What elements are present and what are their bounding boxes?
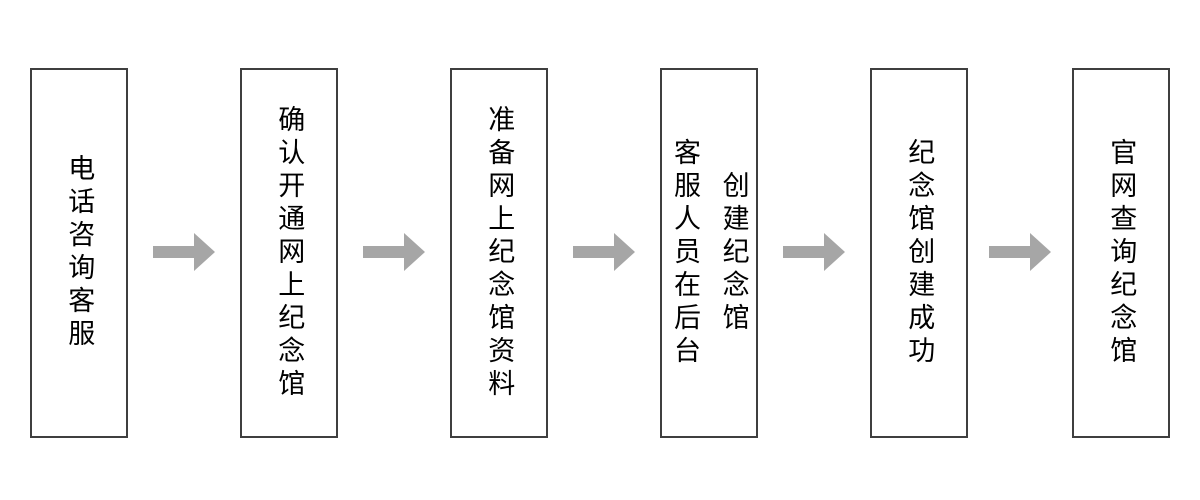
arrow-right-icon — [783, 233, 845, 271]
flow-step-6-text: 官网查询纪念馆 — [1097, 70, 1146, 436]
flow-step-1: 电话咨询客服 — [30, 68, 128, 438]
arrow-right-icon — [989, 233, 1051, 271]
arrow-right-icon — [573, 233, 635, 271]
flow-step-line: 电话咨询客服 — [64, 154, 95, 352]
flow-step-5: 纪念馆创建成功 — [870, 68, 968, 438]
arrow-right-icon — [153, 233, 215, 271]
arrow-right-icon — [363, 233, 425, 271]
flow-step-line: 准备网上纪念馆资料 — [484, 104, 515, 402]
flow-step-3-text: 准备网上纪念馆资料 — [475, 70, 524, 436]
flow-step-2-text: 确认开通网上纪念馆 — [265, 70, 314, 436]
flow-step-5-text: 纪念馆创建成功 — [895, 70, 944, 436]
flow-step-line: 官网查询纪念馆 — [1106, 137, 1137, 369]
flow-step-line: 创建纪念馆 — [718, 170, 749, 336]
flow-step-6: 官网查询纪念馆 — [1072, 68, 1170, 438]
flow-step-line: 客服人员在后台 — [670, 137, 700, 369]
flow-step-1-text: 电话咨询客服 — [55, 70, 104, 436]
flow-step-4-text: 客服人员在后台 创建纪念馆 — [660, 70, 757, 436]
flow-step-2: 确认开通网上纪念馆 — [240, 68, 338, 438]
flow-step-4: 客服人员在后台 创建纪念馆 — [660, 68, 758, 438]
flow-step-line: 纪念馆创建成功 — [904, 137, 935, 369]
flow-step-3: 准备网上纪念馆资料 — [450, 68, 548, 438]
flow-step-line: 确认开通网上纪念馆 — [274, 104, 305, 402]
